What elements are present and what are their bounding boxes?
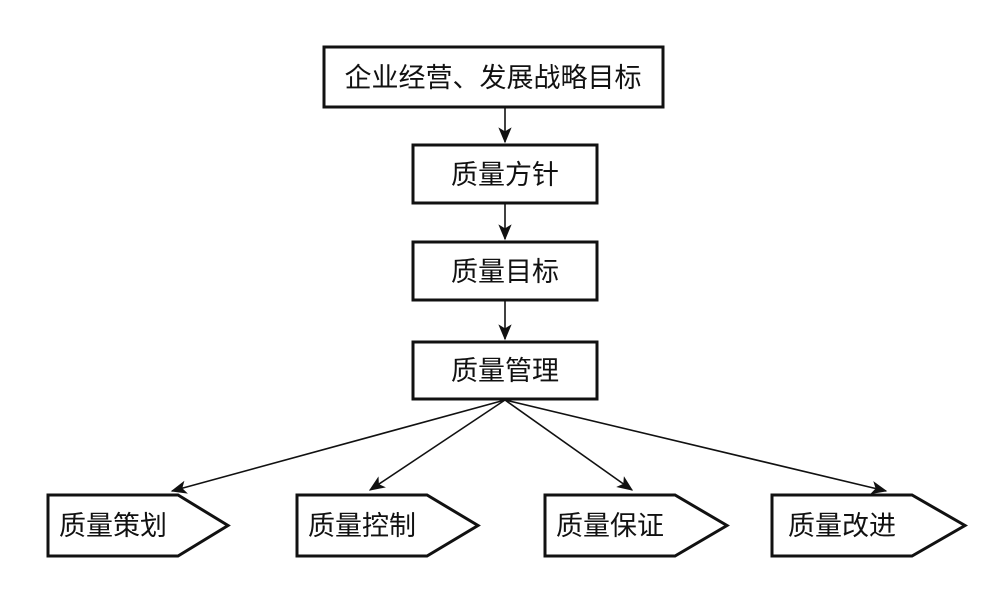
node-planning-shape xyxy=(46,493,231,558)
node-control-label: 质量控制 xyxy=(308,511,416,542)
node-management-box xyxy=(411,340,599,401)
node-objectives-label: 质量目标 xyxy=(451,257,559,288)
arrow-management-to-improvement xyxy=(504,399,888,495)
node-control-shape xyxy=(295,493,481,558)
arrow-management-to-planning xyxy=(170,399,506,494)
node-improvement-shape xyxy=(770,493,969,558)
node-assurance-label: 质量保证 xyxy=(556,511,664,542)
arrow-management-to-assurance xyxy=(504,399,634,491)
node-planning-label: 质量策划 xyxy=(59,511,167,542)
node-improvement-label: 质量改进 xyxy=(788,511,896,542)
node-management-label: 质量管理 xyxy=(451,356,559,387)
node-policy-label: 质量方针 xyxy=(451,160,559,191)
arrow-management-to-control xyxy=(368,399,506,491)
node-strategy-label: 企业经营、发展战略目标 xyxy=(345,63,642,94)
node-strategy-box xyxy=(322,45,665,109)
node-assurance-shape xyxy=(543,493,730,558)
